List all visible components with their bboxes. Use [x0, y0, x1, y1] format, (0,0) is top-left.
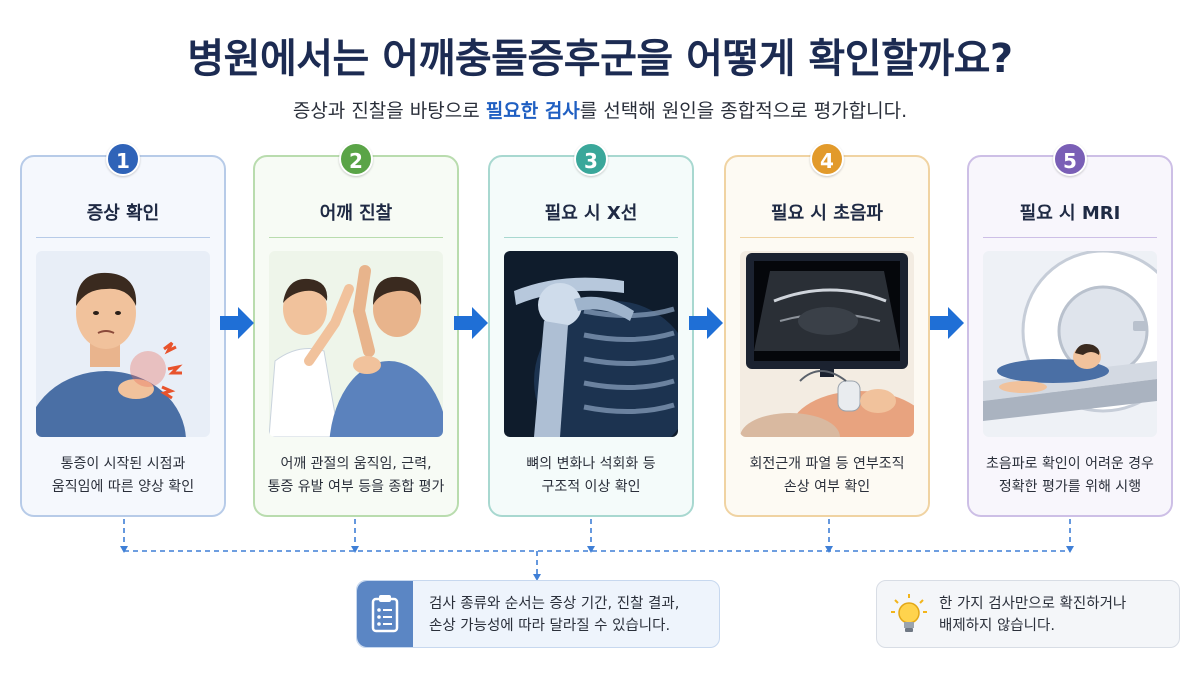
- divider: [36, 237, 210, 238]
- tip-line1: 한 가지 검사만으로 확진하거나: [939, 596, 1127, 612]
- mri-illustration: [983, 251, 1157, 437]
- page-subtitle: 증상과 진찰을 바탕으로 필요한 검사를 선택해 원인을 종합적으로 평가합니다…: [0, 96, 1200, 123]
- subtitle-after: 를 선택해 원인을 종합적으로 평가합니다.: [579, 100, 908, 122]
- info-note: 검사 종류와 순서는 증상 기간, 진찰 결과, 손상 가능성에 따라 달라질 수…: [356, 580, 720, 648]
- step-desc: 어깨 관절의 움직임, 근력, 통증 유발 여부 등을 종합 평가: [263, 453, 449, 499]
- arrow-right-icon: [930, 307, 964, 339]
- step-title: 증상 확인: [86, 203, 160, 224]
- step-title: 필요 시 X선: [544, 203, 638, 224]
- lightbulb-icon: [891, 594, 927, 632]
- clipboard-icon: [371, 595, 399, 633]
- tip-line2: 배제하지 않습니다.: [939, 618, 1055, 634]
- divider: [740, 237, 914, 238]
- step-desc-line1: 뼈의 변화나 석회화 등: [526, 456, 656, 472]
- step-card-2: 어깨 진찰 어깨 관절의 움직임, 근력, 통증 유발 여부 등을 종합 평가: [253, 155, 459, 517]
- step-desc-line1: 회전근개 파열 등 연부조직: [749, 456, 905, 472]
- note-line2: 손상 가능성에 따라 달라질 수 있습니다.: [429, 618, 671, 634]
- page-title: 병원에서는 어깨충돌증후군을 어떻게 확인할까요?: [187, 36, 1013, 82]
- step-badge-5: 5: [1053, 142, 1087, 176]
- divider: [504, 237, 678, 238]
- step-desc-line1: 통증이 시작된 시점과: [60, 456, 186, 472]
- step-desc-line1: 어깨 관절의 움직임, 근력,: [280, 456, 432, 472]
- subtitle-before: 증상과 진찰을 바탕으로: [292, 100, 486, 122]
- step-badge-1: 1: [106, 142, 140, 176]
- symptom-illustration: [36, 251, 210, 437]
- step-badge-2: 2: [339, 142, 373, 176]
- arrow-right-icon: [689, 307, 723, 339]
- step-title: 필요 시 초음파: [771, 203, 883, 224]
- arrow-right-icon: [454, 307, 488, 339]
- step-badge-4: 4: [810, 142, 844, 176]
- ultrasound-illustration: [740, 251, 914, 437]
- step-desc-line1: 초음파로 확인이 어려운 경우: [986, 456, 1154, 472]
- divider: [269, 237, 443, 238]
- note-line1: 검사 종류와 순서는 증상 기간, 진찰 결과,: [429, 596, 680, 612]
- step-desc-line2: 움직임에 따른 양상 확인: [51, 479, 195, 495]
- step-desc-line2: 구조적 이상 확인: [541, 479, 641, 495]
- step-desc-line2: 손상 여부 확인: [783, 479, 871, 495]
- step-desc-line2: 정확한 평가를 위해 시행: [998, 479, 1142, 495]
- arrow-right-icon: [220, 307, 254, 339]
- step-badge-3: 3: [574, 142, 608, 176]
- step-desc-line2: 통증 유발 여부 등을 종합 평가: [267, 479, 445, 495]
- step-title: 어깨 진찰: [319, 203, 393, 224]
- step-title: 필요 시 MRI: [1019, 203, 1121, 224]
- exam-illustration: [269, 251, 443, 437]
- subtitle-highlight: 필요한 검사: [485, 100, 580, 122]
- divider: [983, 237, 1157, 238]
- xray-image: [504, 251, 678, 437]
